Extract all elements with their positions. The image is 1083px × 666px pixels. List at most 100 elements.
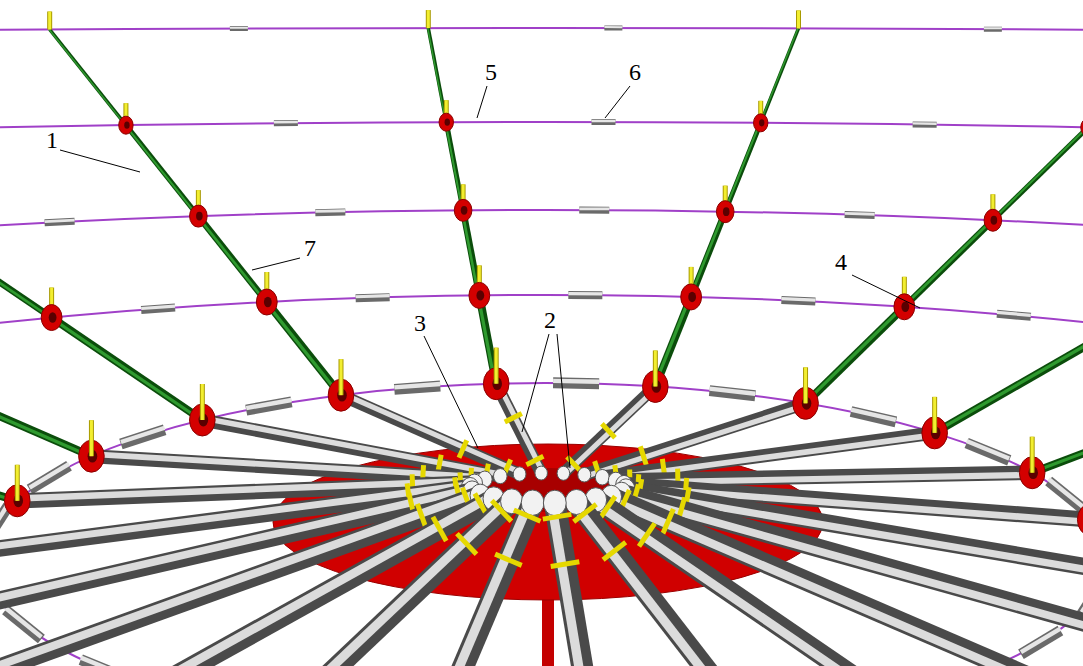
radial-spoke bbox=[761, 28, 799, 122]
radial-spoke-highlight bbox=[50, 318, 201, 420]
radial-spoke bbox=[935, 326, 1083, 433]
vertical-pin-highlight bbox=[804, 367, 807, 403]
ring-tube-highlight bbox=[984, 27, 1002, 29]
radial-spoke bbox=[691, 212, 725, 297]
ring-tube-highlight bbox=[604, 26, 622, 28]
vertical-pin-highlight bbox=[654, 350, 657, 386]
tube-clamp bbox=[663, 509, 674, 534]
tube-clamp bbox=[459, 440, 467, 458]
tube-clamp bbox=[639, 523, 655, 546]
ring-tube-highlight bbox=[274, 121, 298, 124]
ring-tube-highlight bbox=[246, 400, 291, 408]
tube-clamp bbox=[599, 496, 615, 519]
ring-clamp bbox=[1077, 504, 1083, 536]
ring-tube-highlight bbox=[845, 212, 875, 216]
ring-clamp bbox=[119, 116, 133, 134]
ring-tube-segment bbox=[592, 119, 616, 125]
radial-spoke bbox=[50, 29, 126, 125]
leader-line bbox=[252, 258, 300, 270]
tube-end bbox=[595, 469, 609, 485]
ring-cable bbox=[0, 295, 1083, 666]
vertical-pin-highlight bbox=[90, 420, 93, 456]
ring-tube-highlight bbox=[1049, 479, 1083, 508]
ring-tube-highlight bbox=[781, 299, 815, 301]
ring-clamp bbox=[256, 289, 277, 315]
vertical-pin-highlight bbox=[797, 10, 800, 28]
tube-clamp bbox=[551, 562, 580, 567]
leader-line bbox=[557, 334, 570, 468]
radial-tube-highlight bbox=[552, 503, 667, 666]
tube-clamp bbox=[492, 501, 512, 522]
radial-spoke-highlight bbox=[0, 383, 16, 501]
tube-clamp bbox=[602, 424, 615, 438]
radial-spoke-highlight bbox=[690, 212, 724, 297]
leader-line bbox=[424, 336, 478, 448]
ring-clamp bbox=[1081, 118, 1083, 136]
ring-tube-highlight bbox=[592, 120, 616, 122]
ring-clamp-hole bbox=[723, 207, 730, 216]
tube-clamp bbox=[640, 446, 646, 465]
radial-spoke-highlight bbox=[933, 326, 1083, 433]
radial-spoke bbox=[198, 216, 266, 302]
radial-spoke-highlight bbox=[266, 302, 340, 395]
tube-clamp bbox=[495, 554, 522, 565]
vertical-pin-highlight bbox=[933, 397, 936, 433]
tube-clamp bbox=[514, 510, 541, 521]
vertical-pin bbox=[89, 420, 94, 456]
radial-spoke-highlight bbox=[1031, 357, 1083, 473]
callout-number: 7 bbox=[302, 236, 318, 260]
ring-cable bbox=[0, 122, 1083, 666]
vertical-pin-highlight bbox=[339, 359, 342, 395]
ring-clamp-hole bbox=[688, 292, 696, 302]
ring-clamp bbox=[984, 209, 1002, 231]
tube-end bbox=[493, 469, 507, 484]
ring-tube-segment bbox=[568, 291, 602, 299]
tube-end bbox=[535, 466, 547, 480]
callout-number: 6 bbox=[627, 60, 643, 84]
ring-clamp-hole bbox=[196, 212, 203, 221]
ring-tube-segment bbox=[913, 121, 937, 127]
ring-tube-highlight bbox=[851, 410, 896, 420]
vertical-pin bbox=[494, 348, 499, 384]
callout-number: 4 bbox=[833, 250, 849, 274]
ring-tube-segment bbox=[604, 26, 622, 31]
ring-tube-highlight bbox=[141, 306, 175, 308]
tube-clamp bbox=[505, 413, 522, 422]
radial-spoke bbox=[446, 122, 463, 210]
ring-clamp bbox=[716, 201, 734, 223]
tube-clamp bbox=[457, 534, 477, 555]
radial-tube bbox=[4, 501, 512, 666]
radial-spoke-highlight bbox=[0, 344, 90, 457]
radial-tube-highlight bbox=[1, 499, 509, 666]
ring-tube-highlight bbox=[913, 122, 937, 125]
ring-clamp bbox=[469, 282, 490, 308]
tube-end bbox=[543, 490, 566, 515]
radial-tube bbox=[596, 500, 1083, 666]
tube-clamp bbox=[433, 517, 446, 541]
vertical-pin bbox=[653, 350, 658, 386]
frame-drawing bbox=[0, 10, 1083, 666]
ring-clamp-hole bbox=[445, 119, 450, 126]
ring-clamp-hole bbox=[49, 312, 57, 322]
ring-tube-highlight bbox=[81, 658, 124, 666]
tube-clamp bbox=[603, 542, 626, 560]
radial-spoke-highlight bbox=[760, 28, 798, 122]
ring-tube-highlight bbox=[6, 608, 42, 637]
vertical-pin bbox=[338, 359, 343, 395]
ring-tube-highlight bbox=[394, 384, 440, 387]
radial-spoke-highlight bbox=[992, 127, 1083, 220]
ring-tube-highlight bbox=[1082, 573, 1083, 612]
ring-clamp-hole bbox=[461, 206, 468, 215]
ring-clamp-hole bbox=[476, 290, 484, 300]
radial-spoke-highlight bbox=[446, 122, 463, 210]
radial-spoke bbox=[993, 127, 1083, 220]
callout-number: 1 bbox=[44, 128, 60, 152]
callout-number: 2 bbox=[542, 308, 558, 332]
vertical-pin-highlight bbox=[427, 10, 430, 28]
ring-tube-highlight bbox=[709, 389, 755, 394]
ring-tube-highlight bbox=[997, 312, 1031, 315]
ring-tube-segment bbox=[984, 27, 1002, 32]
tube-clamp bbox=[574, 504, 597, 522]
ring-tube-highlight bbox=[568, 292, 602, 295]
leader-line bbox=[852, 275, 920, 308]
